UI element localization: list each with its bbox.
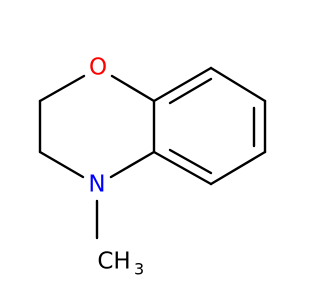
benzene-double-bond-top	[168, 77, 213, 105]
methyl-subscript: 3	[134, 260, 144, 279]
atom-labels: O N CH 3	[88, 55, 144, 279]
bond-o-aromatic	[110, 74, 156, 103]
molecule-canvas: O N CH 3	[38, 54, 267, 279]
benzene-bond-6	[152, 150, 213, 186]
benzene-double-bond-bottom	[168, 148, 213, 175]
bond-n-aromatic	[109, 150, 156, 179]
benzene-bond-2	[152, 66, 213, 103]
bond-o-ring-carbon	[38, 74, 86, 103]
oxygen-atom-label: O	[89, 55, 107, 81]
structure-diagram: O N CH 3	[38, 55, 267, 279]
bond-carbon-n	[38, 150, 85, 179]
benzene-bond-5	[209, 150, 267, 186]
bonds	[38, 66, 267, 240]
benzene-bond-3	[209, 66, 267, 103]
methyl-label: CH	[97, 249, 130, 275]
nitrogen-atom-label: N	[88, 172, 105, 198]
